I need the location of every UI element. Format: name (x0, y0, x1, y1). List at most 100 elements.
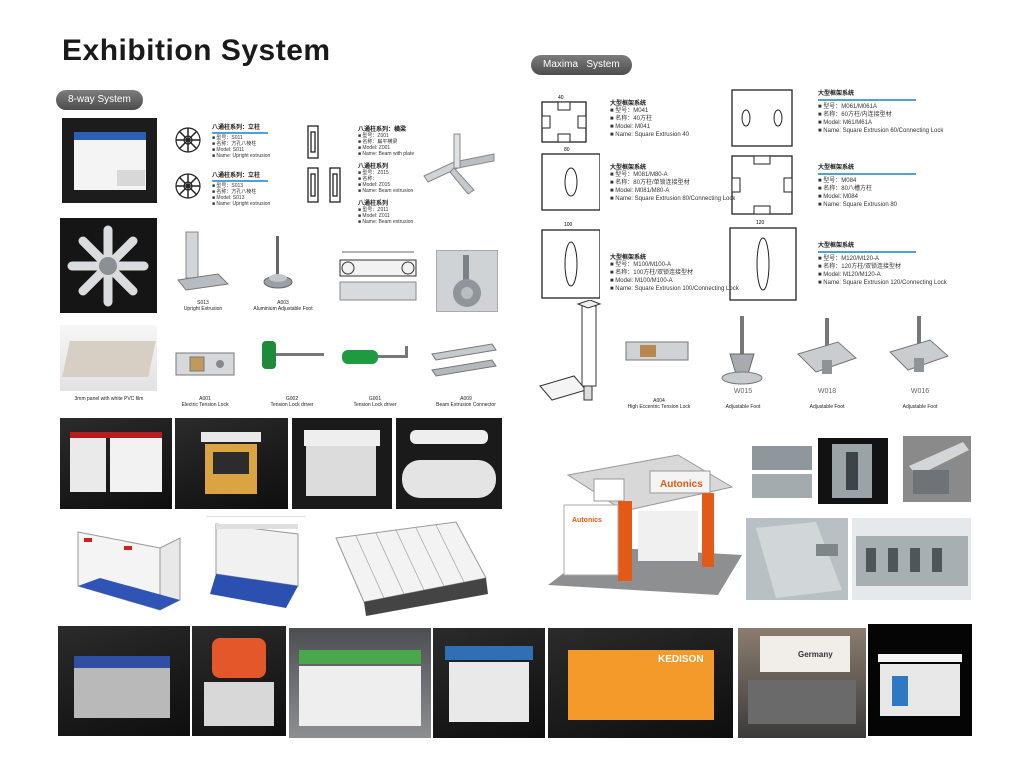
section-label-8-way: 8-way System (56, 90, 143, 110)
spec-line: ■ Model: Z015 (358, 182, 391, 188)
exhibit-photo-5: KEDISON (548, 628, 733, 738)
spec-line: ■ 名称： (358, 176, 378, 182)
spec-rule (818, 251, 916, 253)
booth-render-2 (175, 418, 288, 509)
sign-kedison: KEDISON (658, 654, 704, 665)
extrusion-photo-2 (818, 438, 888, 504)
spec-heading: 大型框架系统 (818, 91, 855, 97)
spec-heading: 大型框架系统 (818, 243, 855, 249)
spec-line: ■ 型号：Z011 (358, 207, 389, 213)
spec-line: ■ 名称：100方柱/双锁连接型材 (610, 270, 693, 276)
dim-120: 120 (756, 220, 765, 226)
beam-frame-drawing (339, 251, 417, 301)
caption-adjustable-foot: A003 Aluminium Adjustable Foot (253, 300, 313, 312)
tension-lock-render (175, 352, 235, 376)
maxima-profile-drawings-left: 40 80 100 (541, 95, 600, 299)
spec-line: ■ Name: Square Extrusion 80 (818, 202, 897, 208)
exhibit-photo-1 (58, 626, 190, 736)
spec-block-m081: 大型框架系统 ■ 型号：M081/M80-A ■ 名称：80方柱/单锁连接型材 … (610, 162, 736, 203)
spec-line: ■ 型号：S013 (212, 183, 244, 189)
spec-block-z001: 八通柱系列：横梁 ■ 型号：Z001 ■ 名称：扁平横梁 ■ Model: Z0… (358, 124, 414, 225)
spec-line: ■ Name: Square Extrusion 60/Connecting L… (818, 128, 944, 134)
spec-line: ■ 型号：M041 (610, 108, 649, 114)
caption-foot-w016: Adjustable Foot (902, 404, 938, 410)
caption-eccentric-lock: A004 High Eccentric Tension Lock (627, 398, 691, 410)
spec-line: ■ Model: Z011 (358, 213, 390, 219)
caption-lock: A001 Electric Tension Lock (181, 396, 229, 408)
foot-w016-render (889, 316, 949, 372)
exhibit-photo-6: Germany (738, 628, 866, 738)
sign-germany: Germany (798, 650, 833, 659)
exhibit-photo-3 (289, 628, 431, 738)
spec-line: ■ 名称：扁平横梁 (358, 139, 398, 145)
spec-line: ■ 名称：80八槽方柱 (818, 186, 872, 192)
extrusion-photo-1 (748, 440, 814, 504)
spec-line: ■ Model: M100/M100-A (610, 278, 673, 284)
booth-render-3 (292, 418, 392, 509)
spec-line: ■ 型号：Z001 (358, 133, 389, 139)
booth-render-1 (60, 418, 172, 509)
spec-block-m041: 大型框架系统 ■ 型号：M041 ■ 名称：40方柱 ■ Model: M041… (610, 98, 720, 139)
foot-closeup-photo (436, 250, 498, 312)
spec-block-m100: 大型框架系统 ■ 型号：M100/M100-A ■ 名称：100方柱/双锁连接型… (610, 252, 739, 293)
spec-heading: 大型框架系统 (818, 165, 855, 171)
spec-line: ■ 名称：40方柱 (610, 116, 652, 122)
corner-joint-render (423, 133, 495, 195)
upright-profile-drawings (175, 127, 201, 199)
spec-line: ■ 型号：M061/M061A (818, 104, 877, 110)
t-key-tool (262, 341, 324, 369)
spec-line: ■ Model: M120/M120-A (818, 272, 881, 278)
spec-line: ■ Name: Square Extrusion 40 (610, 132, 689, 138)
spec-block-m084: 大型框架系统 ■ 型号：M084 ■ 名称：80八槽方柱 ■ Model: M0… (818, 162, 968, 209)
spec-block-s011: 八通柱系列：立柱 ■ 型号：S011 ■ 名称：方孔八棱柱 ■ Model: S… (212, 122, 272, 159)
spec-heading: 大型框架系统 (610, 255, 647, 261)
autonics-booth-render: Autonics Autonics (538, 435, 742, 595)
spec-line: ■ Name: Square Extrusion 80/Connecting L… (610, 196, 736, 202)
beam-profile-drawings (307, 125, 341, 203)
foot-model-w016: W016 (910, 388, 930, 395)
page-title: Exhibition System (62, 34, 331, 67)
exhibit-photo-2 (192, 626, 286, 736)
foot-w015-render (721, 316, 763, 385)
spec-block-m061: 大型框架系统 ■ 型号：M061/M061A ■ 名称：60方柱/内连接型材 ■… (818, 88, 968, 135)
spec-block-m120: 大型框架系统 ■ 型号：M120/M120-A ■ 名称：120方柱/双锁连接型… (818, 240, 968, 287)
spec-heading: 八通柱系列：立柱 (212, 173, 261, 179)
eccentric-lock-render (625, 341, 689, 361)
spec-line: ■ Name: Beam extrusion (358, 188, 414, 194)
spec-rule (818, 99, 916, 101)
spec-line: ■ 型号：M084 (818, 178, 857, 184)
exhibit-photo-7 (868, 624, 972, 736)
maxima-column-with-foot (539, 300, 602, 401)
maxima-profile-drawings-right: 120 (729, 89, 797, 301)
dim-100: 100 (564, 222, 573, 228)
sign-autonics-side: Autonics (572, 517, 602, 524)
extrusion-photo-5 (852, 518, 971, 600)
booth-render-4 (396, 418, 502, 509)
spec-line: ■ Model: M081/M80-A (610, 188, 670, 194)
spec-rule (212, 132, 268, 134)
spec-line: ■ Model: S013 (212, 195, 245, 201)
caption-driver-2: G001 Tension Lock driver (353, 396, 397, 408)
spec-heading: 八通柱系列 (358, 164, 389, 170)
extrusion-photo-4 (746, 518, 848, 600)
spec-line: ■ Model: M041 (610, 124, 650, 130)
caption-foot-w018: Adjustable Foot (809, 404, 845, 410)
shell-booth-render-1 (77, 531, 181, 611)
beam-connector-render (431, 343, 497, 377)
spec-line: ■ 名称：方孔八棱柱 (212, 141, 257, 147)
spec-line: ■ 型号：M120/M120-A (818, 256, 879, 262)
extrusion-photo-3 (903, 436, 971, 502)
shell-booth-render-2 (206, 516, 306, 608)
spec-heading: 八通柱系列：横梁 (358, 127, 407, 133)
dim-80: 80 (564, 147, 570, 153)
spec-line: ■ 名称：方孔八棱柱 (212, 189, 257, 195)
spec-line: ■ 名称：120方柱/双锁连接型材 (818, 264, 901, 270)
spec-line: ■ 型号：S011 (212, 135, 243, 141)
spec-heading: 大型框架系统 (610, 101, 647, 107)
white-panel-photo (60, 325, 157, 391)
caption-foot-w015: Adjustable Foot (725, 404, 761, 410)
spec-block-s013: 八通柱系列：立柱 ■ 型号：S013 ■ 名称：方孔八棱柱 ■ Model: S… (212, 170, 272, 207)
spec-line: ■ Model: Z001 (358, 145, 391, 151)
spec-line: ■ 名称：60方柱/内连接型材 (818, 112, 892, 118)
spec-heading: 大型框架系统 (610, 165, 647, 171)
